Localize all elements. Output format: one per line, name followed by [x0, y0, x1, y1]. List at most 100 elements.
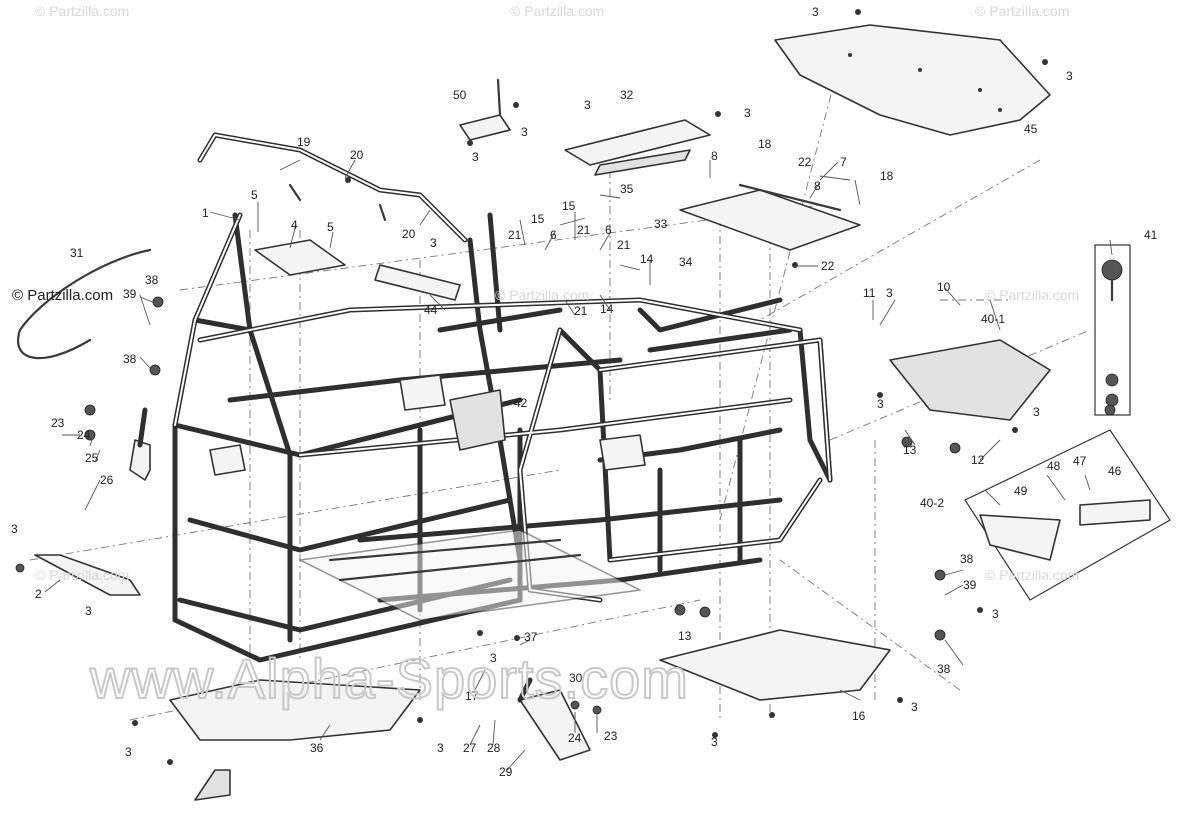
callout-13: 13	[903, 443, 917, 457]
plate-45	[774, 24, 1051, 136]
callout-2: 2	[35, 587, 42, 601]
callout-8: 8	[814, 179, 821, 193]
callout-36: 36	[310, 741, 324, 755]
callout-18: 18	[880, 169, 894, 183]
callout-10: 10	[937, 280, 951, 294]
callout-6: 6	[550, 228, 557, 242]
callout-16: 16	[852, 709, 866, 723]
callout-3: 3	[584, 98, 591, 112]
callout-20: 20	[402, 227, 416, 241]
callout-38: 38	[960, 552, 974, 566]
callout-24: 24	[568, 731, 582, 745]
callout-6: 6	[605, 223, 612, 237]
partzilla-watermark: © Partzilla.com	[35, 567, 129, 583]
callout-1: 1	[202, 206, 209, 220]
hitch-40-1	[889, 339, 1051, 421]
callout-3: 3	[437, 741, 444, 755]
callout-38: 38	[145, 273, 159, 287]
main-frame	[172, 212, 833, 663]
bracket-4	[254, 239, 346, 276]
pedal-26	[129, 407, 151, 481]
callout-28: 28	[487, 741, 501, 755]
callout-19: 19	[297, 135, 311, 149]
callout-44: 44	[424, 303, 438, 317]
callout-12: 12	[971, 453, 985, 467]
partzilla-watermark: © Partzilla.com	[510, 3, 604, 19]
fasteners	[15, 9, 1116, 765]
callout-14: 14	[640, 252, 654, 266]
callout-3: 3	[472, 150, 479, 164]
bracket-50	[459, 78, 511, 141]
callout-3: 3	[430, 236, 437, 250]
bracket-7	[679, 183, 861, 251]
skid-plate-16	[659, 629, 891, 701]
leader-lines	[44, 159, 1113, 771]
callout-41: 41	[1144, 228, 1158, 242]
callout-15: 15	[531, 212, 545, 226]
bracket-44	[374, 264, 461, 301]
callout-17: 17	[465, 689, 479, 703]
callout-3: 3	[992, 607, 999, 621]
callout-3: 3	[877, 397, 884, 411]
cable-31	[17, 248, 152, 360]
callout-3: 3	[812, 5, 819, 19]
callout-15: 15	[562, 199, 576, 213]
callout-22: 22	[821, 259, 835, 273]
pedal-29	[517, 677, 591, 761]
callout-3: 3	[1066, 69, 1073, 83]
callout-24: 24	[77, 428, 91, 442]
callout-13: 13	[678, 629, 692, 643]
callout-23: 23	[51, 416, 65, 430]
alpha-sports-watermark: www.Alpha-Sports.com	[89, 647, 689, 710]
callout-45: 45	[1024, 122, 1038, 136]
partzilla-watermark: © Partzilla.com	[495, 287, 589, 303]
plate-35	[594, 149, 691, 176]
callout-29: 29	[499, 765, 513, 779]
callout-40-2: 40-2	[920, 496, 944, 510]
callout-18: 18	[758, 137, 772, 151]
skid-plate-36	[169, 679, 421, 741]
callout-3: 3	[911, 700, 918, 714]
callout-47: 47	[1073, 454, 1087, 468]
callout-35: 35	[620, 182, 634, 196]
callout-7: 7	[840, 155, 847, 169]
callout-42: 42	[514, 396, 528, 410]
callout-3: 3	[744, 106, 751, 120]
callout-20: 20	[350, 148, 364, 162]
callout-14: 14	[600, 302, 614, 316]
callout-40-1: 40-1	[981, 312, 1005, 326]
callout-3: 3	[125, 745, 132, 759]
callout-3: 3	[521, 125, 528, 139]
callout-46: 46	[1108, 464, 1122, 478]
callout-3: 3	[711, 735, 718, 749]
callout-22: 22	[798, 155, 812, 169]
plate-32	[564, 119, 711, 166]
callout-33: 33	[654, 217, 668, 231]
callout-3: 3	[11, 522, 18, 536]
callout-30: 30	[569, 671, 583, 685]
callout-48: 48	[1047, 459, 1061, 473]
bracket-2	[34, 554, 141, 596]
callout-31: 31	[70, 246, 84, 260]
callout-39: 39	[123, 287, 137, 301]
crossbar-19	[197, 132, 468, 243]
callout-38: 38	[937, 662, 951, 676]
inset-41	[1094, 244, 1131, 416]
callout-3: 3	[85, 604, 92, 618]
callout-3: 3	[1033, 405, 1040, 419]
callout-25: 25	[85, 451, 99, 465]
callout-26: 26	[100, 473, 114, 487]
callout-34: 34	[679, 255, 693, 269]
callout-21: 21	[577, 223, 591, 237]
callout-27: 27	[463, 741, 477, 755]
partzilla-watermark: © Partzilla.com	[12, 287, 113, 304]
callout-32: 32	[620, 88, 634, 102]
partzilla-watermark: © Partzilla.com	[985, 567, 1079, 583]
partzilla-watermark: © Partzilla.com	[35, 3, 129, 19]
callout-11: 11	[863, 286, 876, 300]
callout-5: 5	[327, 220, 334, 234]
callout-38: 38	[123, 352, 137, 366]
partzilla-watermark: © Partzilla.com	[985, 287, 1079, 303]
callout-3: 3	[886, 286, 893, 300]
